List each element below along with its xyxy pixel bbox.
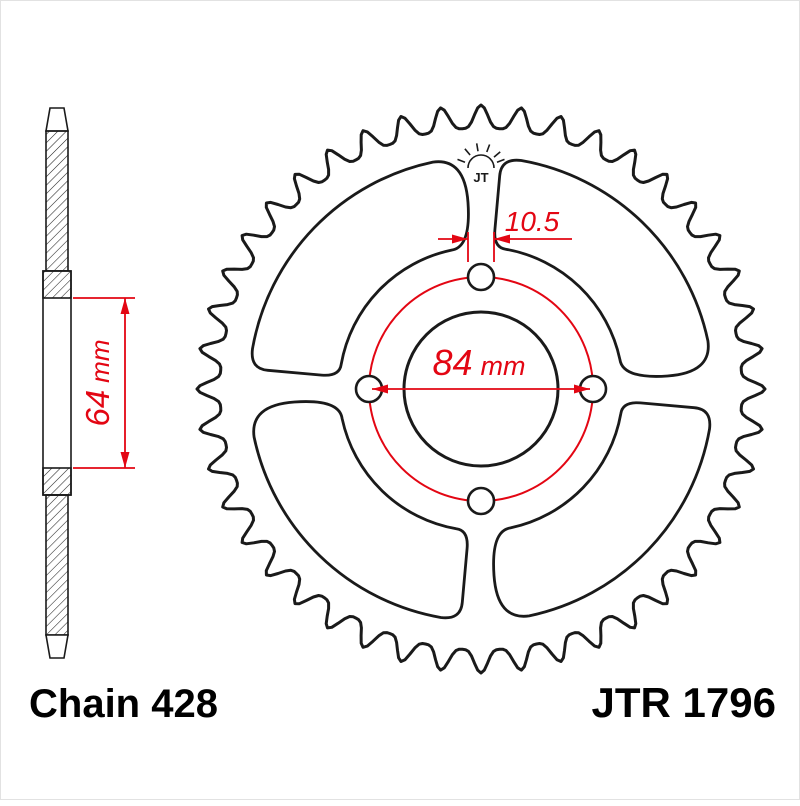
- jt-logo-text: JT: [473, 170, 488, 185]
- jt-logo: JT: [457, 143, 505, 185]
- dim64-label: 64mm: [79, 339, 116, 426]
- lightening-cutouts: [250, 158, 712, 620]
- cutout-top-left: [250, 160, 470, 377]
- bolt-hole-top: [466, 262, 496, 292]
- bolt-holes: [354, 262, 608, 516]
- dimension-64mm: 64mm: [73, 297, 135, 469]
- side-hub-upper-section: [42, 270, 72, 299]
- side-hub-lower-section: [42, 467, 72, 496]
- cutout-bottom-right: [492, 401, 712, 618]
- chain-size-label: Chain 428: [29, 682, 218, 726]
- cutout-bottom-left: [252, 400, 469, 620]
- side-hub-outline: [42, 270, 72, 496]
- sun-icon: [467, 154, 495, 169]
- side-top-tooth: [45, 107, 69, 132]
- dim105-label: 10.5: [505, 206, 560, 237]
- dimension-10-5mm: 10.5: [438, 206, 572, 262]
- side-view: [42, 107, 72, 659]
- bolt-hole-bottom: [466, 486, 496, 516]
- side-bottom-tooth: [45, 634, 69, 659]
- side-rim-upper-section: [45, 130, 69, 272]
- sun-rays-icon: [457, 143, 505, 163]
- side-rim-lower-section: [45, 494, 69, 636]
- part-number-label: JTR 1796: [592, 679, 776, 726]
